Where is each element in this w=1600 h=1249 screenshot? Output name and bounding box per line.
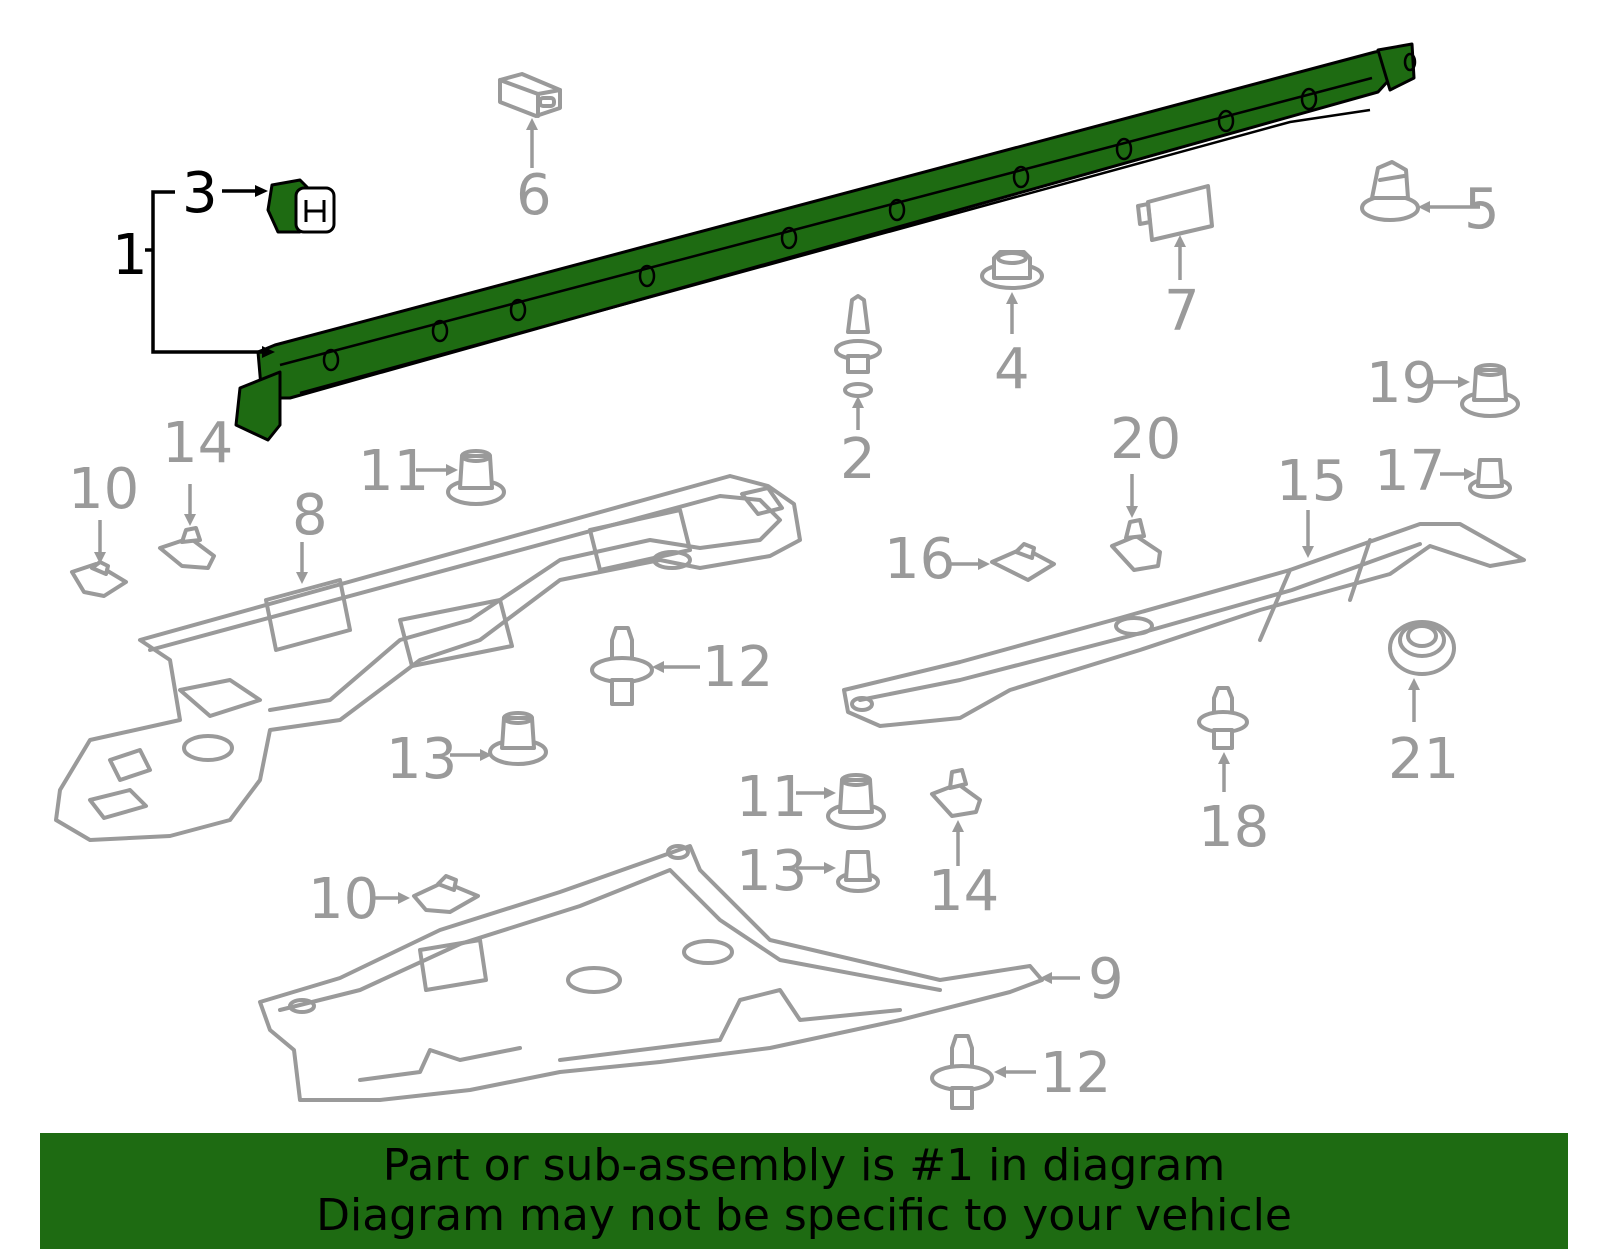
callout-2: 2 (840, 427, 876, 492)
callout-1: 1 (112, 223, 148, 288)
callout-9: 9 (1088, 947, 1124, 1012)
part-11-grommet-top[interactable] (446, 449, 506, 506)
callout-6: 6 (516, 163, 552, 228)
part-10-nut-left[interactable] (70, 560, 128, 598)
callout-5: 5 (1464, 177, 1500, 242)
callout-12-mid: 12 (702, 635, 773, 700)
banner-line-1: Part or sub-assembly is #1 in diagram (382, 1140, 1226, 1191)
clip-part-3[interactable] (266, 178, 336, 234)
callout-17: 17 (1374, 439, 1445, 504)
part-15-rail[interactable] (842, 522, 1526, 728)
callout-3: 3 (182, 161, 218, 226)
callout-8: 8 (292, 483, 328, 548)
callout-20: 20 (1110, 407, 1181, 472)
part-9-undercover[interactable] (258, 844, 1044, 1102)
callout-10-lower: 10 (308, 867, 379, 932)
callout-1-bracket (145, 185, 275, 358)
part-12-pushpin-lower[interactable] (930, 1034, 994, 1110)
part-11-grommet-lower[interactable] (826, 773, 886, 830)
part-13-grommet-lower[interactable] (836, 850, 880, 893)
callout-4: 4 (994, 337, 1030, 402)
part-19-grommet[interactable] (1460, 363, 1520, 418)
part-5-clip[interactable] (1360, 160, 1420, 222)
part-7-cover[interactable] (1136, 184, 1214, 242)
callout-19: 19 (1366, 351, 1437, 416)
callout-14-lower: 14 (928, 859, 999, 924)
part-14-clip-left[interactable] (158, 526, 216, 570)
callout-11-top: 11 (358, 439, 429, 504)
callout-13-lower: 13 (736, 839, 807, 904)
callout-18: 18 (1198, 795, 1269, 860)
part-12-pushpin-mid[interactable] (590, 626, 654, 706)
callout-10-top: 10 (68, 457, 139, 522)
callout-15: 15 (1276, 449, 1347, 514)
info-banner: Part or sub-assembly is #1 in diagram Di… (40, 1133, 1568, 1249)
part-14-clip-lower[interactable] (930, 768, 982, 818)
callout-16: 16 (884, 527, 955, 592)
callout-7: 7 (1164, 279, 1200, 344)
part-2-pushpin[interactable] (834, 294, 882, 398)
callout-12-lower: 12 (1040, 1041, 1111, 1106)
callout-11-lower: 11 (736, 765, 807, 830)
callout-21: 21 (1388, 727, 1459, 792)
part-20-clip[interactable] (1110, 518, 1162, 572)
banner-line-2: Diagram may not be specific to your vehi… (316, 1190, 1292, 1241)
part-21-grommet[interactable] (1388, 620, 1456, 676)
part-8-undercover[interactable] (54, 474, 802, 842)
rocker-molding-part-1[interactable] (234, 42, 1417, 442)
callout-13-mid: 13 (386, 727, 457, 792)
part-6-bracket[interactable] (498, 72, 562, 118)
part-16-nut[interactable] (990, 542, 1056, 582)
part-13-grommet-mid[interactable] (488, 711, 548, 766)
part-10-nut-lower[interactable] (412, 874, 480, 914)
part-18-pushpin[interactable] (1197, 686, 1249, 750)
part-17-grommet[interactable] (1468, 458, 1512, 499)
callout-14-top: 14 (162, 411, 233, 476)
part-4-nut[interactable] (980, 250, 1044, 290)
